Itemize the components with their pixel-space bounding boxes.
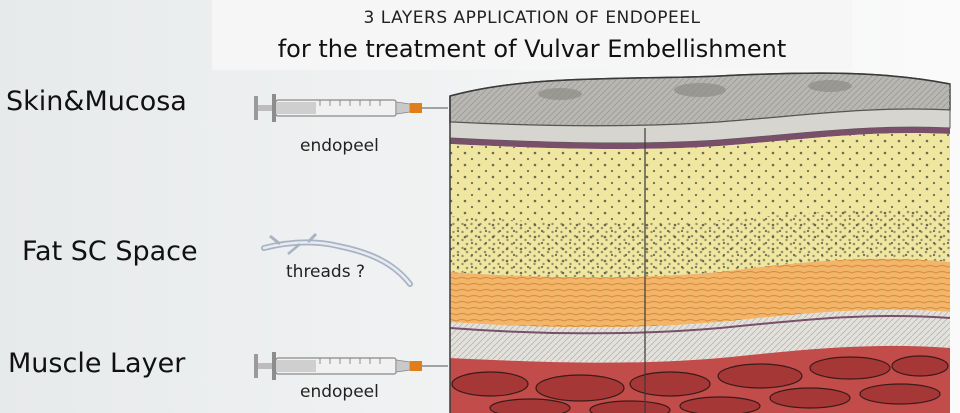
diagram-title: 3 LAYERS APPLICATION OF ENDOPEEL [363, 8, 701, 28]
muscle-layer-label: Muscle Layer [8, 348, 186, 379]
skin-mucosa-label: Skin&Mucosa [6, 86, 187, 117]
skin-cross-section [449, 72, 951, 413]
title-box: 3 LAYERS APPLICATION OF ENDOPEEL for the… [212, 0, 852, 70]
fat-sc-space-label: Fat SC Space [22, 236, 198, 267]
diagram-subtitle: for the treatment of Vulvar Embellishmen… [277, 35, 787, 63]
muscle-tool-label: endopeel [300, 382, 379, 402]
syringe-icon [254, 352, 448, 380]
syringe-icon [254, 94, 448, 122]
thread-icon [261, 232, 413, 287]
skin-tool-label: endopeel [300, 136, 379, 156]
fat-tool-label: threads ? [286, 262, 366, 282]
